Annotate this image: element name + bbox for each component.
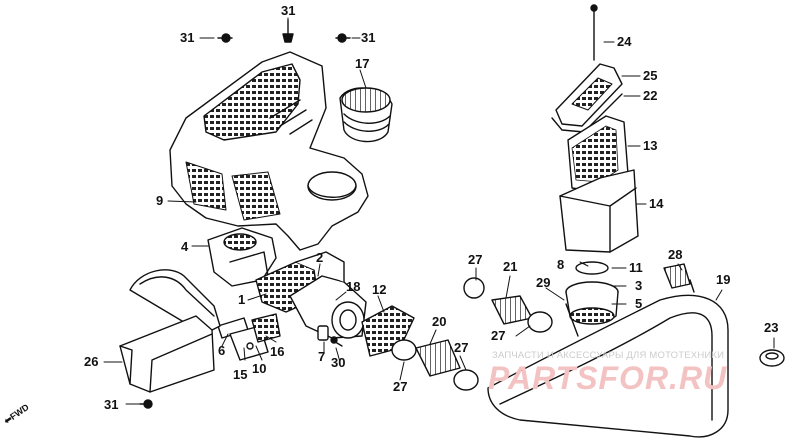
leader-lines xyxy=(103,17,775,405)
part-label-27: 27 xyxy=(468,252,483,267)
part-label-26: 26 xyxy=(84,354,99,369)
part-label-31: 31 xyxy=(281,3,296,18)
joints-and-clamps xyxy=(391,277,553,391)
part-label-17: 17 xyxy=(355,56,370,71)
watermark-tagline: ЗАПЧАСТИ И АКСЕССУАРЫ ДЛЯ МОТОТЕХНИКИ xyxy=(492,350,725,361)
part-label-20: 20 xyxy=(432,314,447,329)
part-label-7: 7 xyxy=(318,349,326,364)
part-label-29: 29 xyxy=(536,275,551,290)
part-label-19: 19 xyxy=(716,272,731,287)
connecting-tube-17 xyxy=(339,87,393,143)
small-bolts xyxy=(317,325,343,347)
bolts-31 xyxy=(139,19,351,409)
inlet-duct-26 xyxy=(119,269,221,393)
part-label-8: 8 xyxy=(557,257,565,272)
part-label-9: 9 xyxy=(156,193,164,208)
bolt-24 xyxy=(590,4,598,61)
part-label-25: 25 xyxy=(643,68,658,83)
part-label-12: 12 xyxy=(372,282,387,297)
part-label-4: 4 xyxy=(181,239,189,254)
part-label-15: 15 xyxy=(233,367,248,382)
carb-joint-assembly xyxy=(565,261,619,337)
reed-valve-assembly xyxy=(255,251,367,339)
part-label-24: 24 xyxy=(617,34,632,49)
air-cleaner-case xyxy=(169,51,369,251)
grommet-23 xyxy=(759,349,785,367)
watermark-logo: PARTSFOR.RU xyxy=(488,360,728,396)
part-label-31: 31 xyxy=(361,30,376,45)
part-label-6: 6 xyxy=(218,343,226,358)
filter-housing-14 xyxy=(559,169,639,253)
part-label-16: 16 xyxy=(270,344,285,359)
part-label-14: 14 xyxy=(649,196,664,211)
part-label-22: 22 xyxy=(643,88,658,103)
part-label-10: 10 xyxy=(252,361,267,376)
part-label-1: 1 xyxy=(238,292,246,307)
part-label-3: 3 xyxy=(635,278,643,293)
part-label-27: 27 xyxy=(491,328,506,343)
air-filter-element-13 xyxy=(567,115,629,193)
bracket-parts xyxy=(217,313,281,361)
inlet-cover-4 xyxy=(207,227,277,287)
sensor-28 xyxy=(663,263,695,293)
part-label-11: 11 xyxy=(629,260,643,275)
element-cover-25-22 xyxy=(551,63,623,133)
hose-19 xyxy=(487,294,729,438)
part-label-23: 23 xyxy=(764,320,779,335)
part-label-27: 27 xyxy=(393,379,408,394)
part-label-28: 28 xyxy=(668,247,683,262)
part-label-30: 30 xyxy=(331,355,346,370)
part-label-5: 5 xyxy=(635,296,643,311)
part-label-27: 27 xyxy=(454,340,469,355)
part-label-21: 21 xyxy=(503,259,518,274)
part-label-2: 2 xyxy=(316,250,324,265)
part-label-13: 13 xyxy=(643,138,658,153)
part-label-31: 31 xyxy=(104,397,119,412)
part-label-31: 31 xyxy=(180,30,195,45)
part-label-18: 18 xyxy=(346,279,361,294)
